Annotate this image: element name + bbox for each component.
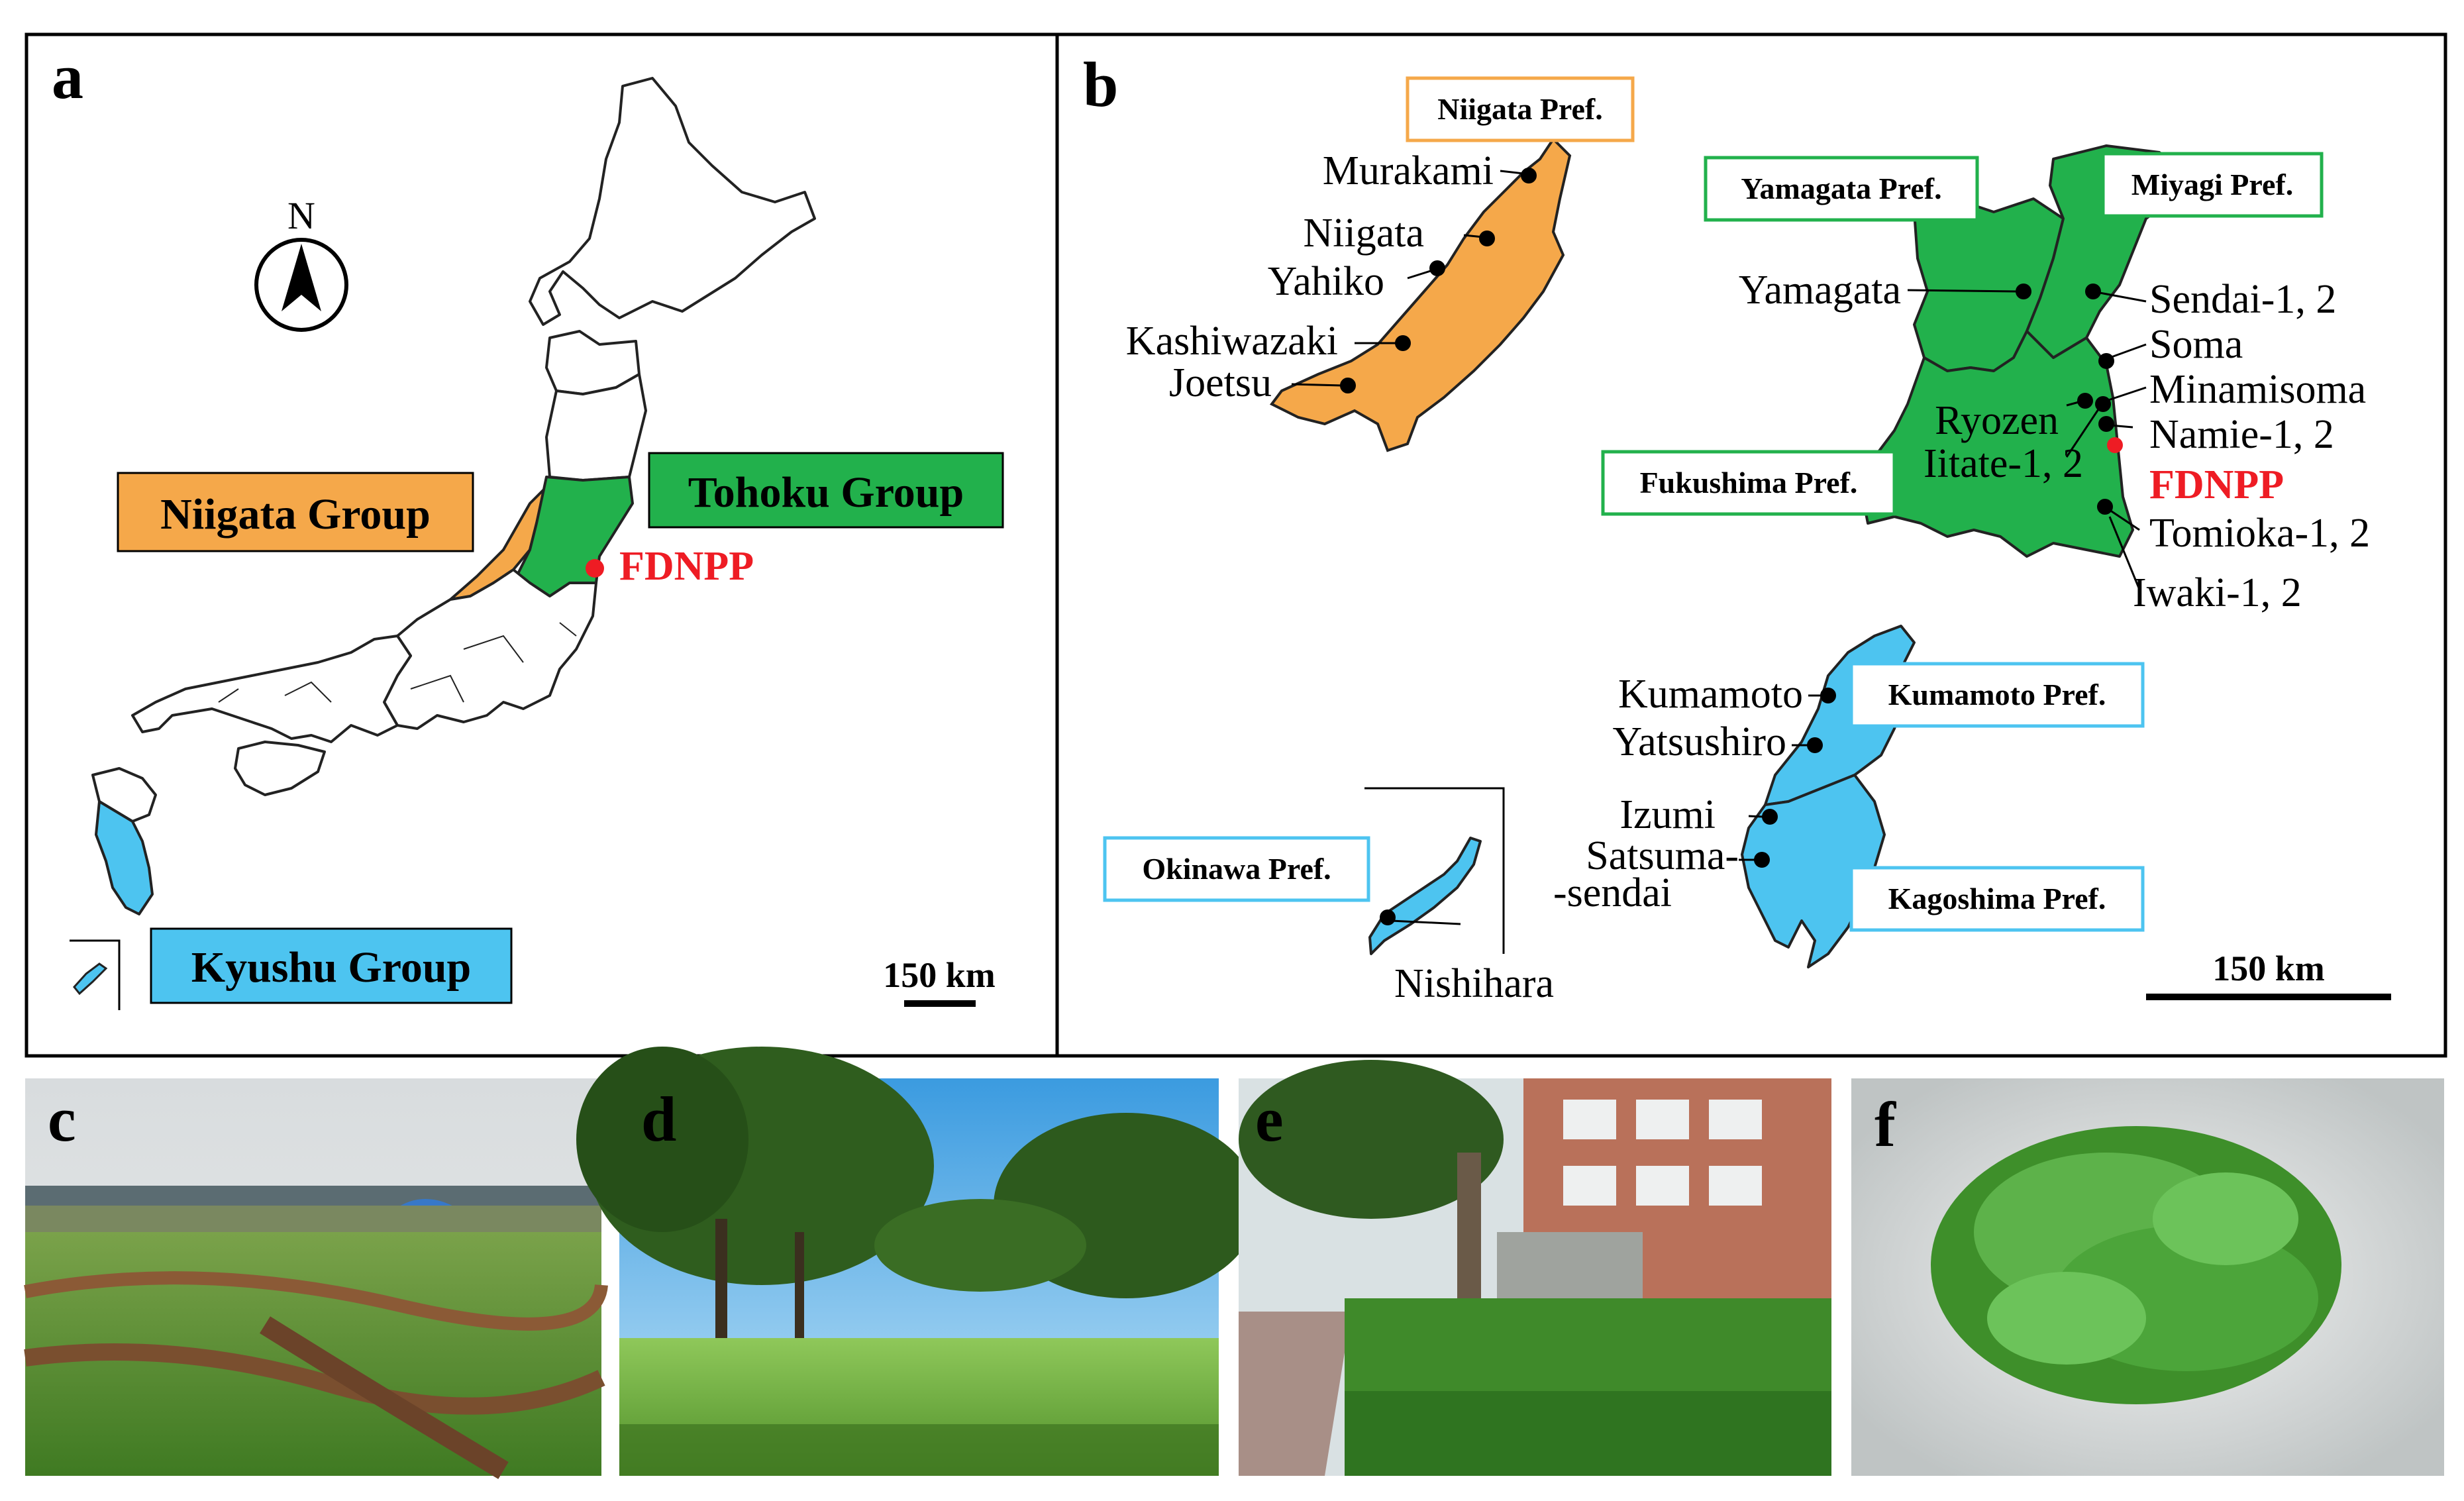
tohoku-group-label: Tohoku Group: [688, 468, 964, 517]
kyushu-region-shape: [95, 800, 154, 915]
panel-a-label: a: [52, 41, 83, 112]
honshu-west-shape: [131, 635, 412, 743]
site-kashiwazaki: Kashiwazaki: [1126, 319, 1338, 364]
niigata-group-label: Niigata Group: [160, 490, 431, 539]
tohoku-group-box: [648, 452, 1004, 529]
kyushu-group-box: [150, 927, 513, 1004]
svg-text:e: e: [1255, 1084, 1284, 1155]
fukushima-pref-label: Fukushima Pref.: [1640, 466, 1858, 499]
site-izumi: Izumi: [1619, 792, 1716, 837]
site-iwaki: Iwaki-1, 2: [2133, 570, 2302, 615]
site-murakami: Murakami: [1323, 148, 1494, 193]
site-minamisoma: Minamisoma: [2149, 367, 2366, 412]
site-satsuma-1: Satsuma-: [1586, 833, 1739, 878]
site-kumamoto: Kumamoto: [1618, 672, 1803, 717]
okinawa-inset-frame: [1364, 787, 1505, 954]
fdnpp-marker-b: [2107, 437, 2123, 453]
site-yatsushiro: Yatsushiro: [1613, 719, 1786, 764]
site-sendai: Sendai-1, 2: [2149, 277, 2336, 322]
photo-e: e: [1239, 1060, 1831, 1476]
miyagi-pref-label: Miyagi Pref.: [2131, 168, 2293, 201]
niigata-pref-shape: [1269, 136, 1572, 452]
kagoshima-pref-shape: [1741, 774, 1886, 968]
site-soma: Soma: [2149, 322, 2243, 367]
site-joetsu: Joetsu: [1169, 360, 1272, 405]
panel-a: a N: [25, 32, 1059, 1058]
site-niigata: Niigata: [1304, 211, 1425, 256]
scale-bar-b: [2146, 994, 2391, 1000]
scale-bar-a: [904, 1000, 976, 1007]
site-namie: Namie-1, 2: [2149, 412, 2334, 457]
niigata-group-box: [117, 472, 474, 552]
site-nishihara: Nishihara: [1394, 961, 1554, 1006]
svg-text:d: d: [641, 1084, 676, 1155]
site-satsuma-2: -sendai: [1553, 870, 1672, 915]
okinawa-pref-shape: [1368, 837, 1482, 955]
kyushu-group-label: Kyushu Group: [191, 943, 472, 992]
svg-text:f: f: [1874, 1089, 1896, 1160]
japan-map: [91, 77, 816, 915]
site-yahiko: Yahiko: [1268, 259, 1384, 304]
scale-label-a: 150 km: [883, 955, 996, 995]
photo-f: f: [1851, 1078, 2444, 1476]
photo-d: d: [576, 1047, 1258, 1476]
photo-c: c: [24, 1078, 608, 1479]
hokkaido-shape: [529, 77, 816, 326]
fdnpp-label-b: FDNPP: [2149, 462, 2284, 507]
yamagata-pref-label: Yamagata Pref.: [1741, 172, 1941, 205]
okinawa-inset-a: [70, 939, 121, 1010]
scale-label-b: 150 km: [2212, 949, 2325, 988]
panel-b: b: [1055, 32, 2447, 1058]
okinawa-pref-label: Okinawa Pref.: [1142, 852, 1331, 886]
panel-b-label: b: [1083, 49, 1118, 120]
fdnpp-label-a: FDNPP: [619, 544, 754, 589]
site-iitate: Iitate-1, 2: [1924, 441, 2083, 486]
kagoshima-pref-label: Kagoshima Pref.: [1888, 882, 2106, 915]
site-tomioka: Tomioka-1, 2: [2149, 511, 2370, 556]
akita-iwate-shape: [545, 373, 647, 482]
niigata-pref-label: Niigata Pref.: [1437, 92, 1603, 126]
shikoku-shape: [234, 741, 326, 796]
site-yamagata: Yamagata: [1739, 268, 1901, 313]
svg-text:N: N: [287, 194, 315, 237]
svg-text:c: c: [48, 1084, 76, 1155]
north-arrow-icon: N: [254, 194, 348, 332]
fdnpp-marker-a: [586, 559, 604, 578]
site-ryozen: Ryozen: [1935, 398, 2059, 443]
kumamoto-pref-label: Kumamoto Pref.: [1888, 678, 2106, 711]
